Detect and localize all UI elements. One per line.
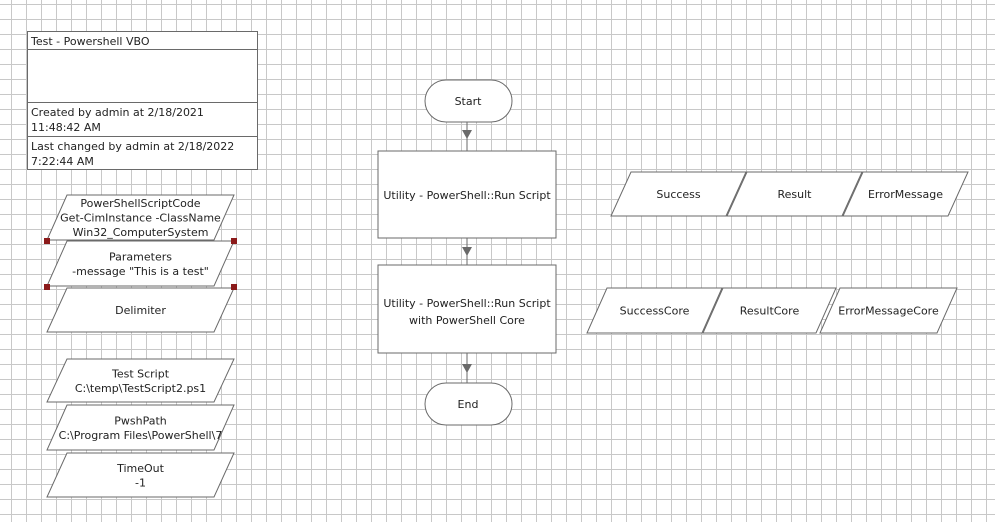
connectors [462,122,472,383]
info-box[interactable]: Test - Powershell VBO Created by admin a… [27,31,258,170]
output-success-core-label-1: SuccessCore [620,305,690,318]
input-parameters-label-1: Parameters [109,250,172,263]
info-box-changed: Last changed by admin at 2/18/2022 7:22:… [31,140,235,168]
selection-handle-bottom-left[interactable] [44,284,50,290]
input-test-script-label-2: C:\temp\TestScript2.ps1 [75,382,206,395]
input-delimiter-label-1: Delimiter [115,304,166,317]
output-result-core-label-1: ResultCore [740,305,800,318]
input-parameters-label-2: -message "This is a test" [72,265,209,278]
output-success-label-1: Success [656,188,701,201]
end-terminator[interactable]: End [424,382,513,426]
output-result-core[interactable]: ResultCore [702,287,837,334]
input-timeout[interactable]: TimeOut-1 [46,452,235,498]
input-powershell-script-code-label-2: Get-CimInstance -ClassName [60,212,221,225]
output-error-message[interactable]: ErrorMessage [842,171,969,217]
output-success[interactable]: Success [610,171,747,217]
selection-handle-top-right[interactable] [231,238,237,244]
output-error-message-core[interactable]: ErrorMessageCore [819,287,958,334]
output-result[interactable]: Result [726,171,863,217]
action-run-script-core-label-1: Utility - PowerShell::Run Script [383,297,551,310]
input-test-script-shape [46,358,235,403]
input-pwsh-path-label-2: C:\Program Files\PowerShell\7 [59,429,223,442]
input-delimiter-shape [46,287,235,333]
input-powershell-script-code-label-1: PowerShellScriptCode [80,197,200,210]
output-result-label-1: Result [778,188,813,201]
info-box-description [28,50,257,103]
action-run-script-label: Utility - PowerShell::Run Script [383,189,551,202]
selection-handles[interactable] [44,238,237,290]
end-label: End [458,398,479,411]
action-run-script-core-label-2: with PowerShell Core [409,314,525,327]
output-success-core[interactable]: SuccessCore [586,287,723,334]
arrowhead-start-action1 [462,130,472,139]
input-test-script[interactable]: Test ScriptC:\temp\TestScript2.ps1 [46,358,235,403]
arrowhead-action2-end [462,364,472,373]
selection-handle-top-left[interactable] [44,238,50,244]
selection-handle-bottom-right[interactable] [231,284,237,290]
input-powershell-script-code-shape [46,194,235,241]
input-timeout-label-1: TimeOut [116,462,165,475]
output-error-message-core-label-1: ErrorMessageCore [838,305,939,318]
start-label: Start [455,95,483,108]
input-test-script-label-1: Test Script [111,367,170,380]
arrowhead-action1-action2 [462,247,472,256]
info-box-created: Created by admin at 2/18/2021 11:48:42 A… [28,103,257,137]
output-error-message-core-shape [819,287,958,334]
output-success-core-shape [586,287,723,334]
input-pwsh-path-shape [46,404,235,451]
input-pwsh-path-label-1: PwshPath [114,414,167,427]
input-powershell-script-code-label-3: Win32_ComputerSystem [73,226,209,239]
info-box-title: Test - Powershell VBO [28,32,257,50]
output-success-shape [610,171,747,217]
action-run-script[interactable]: Utility - PowerShell::Run Script [377,150,557,239]
action-run-script-core[interactable]: Utility - PowerShell::Run Script with Po… [377,264,557,354]
start-terminator[interactable]: Start [424,79,513,123]
input-parameters-shape [46,240,235,287]
input-delimiter[interactable]: Delimiter [46,287,235,333]
input-timeout-label-2: -1 [135,476,146,489]
output-result-shape [726,171,863,217]
output-result-core-shape [702,287,837,334]
output-error-message-label-1: ErrorMessage [868,188,943,201]
input-parameters[interactable]: Parameters -message "This is a test" [46,240,235,287]
input-timeout-shape [46,452,235,498]
output-error-message-shape [842,171,969,217]
